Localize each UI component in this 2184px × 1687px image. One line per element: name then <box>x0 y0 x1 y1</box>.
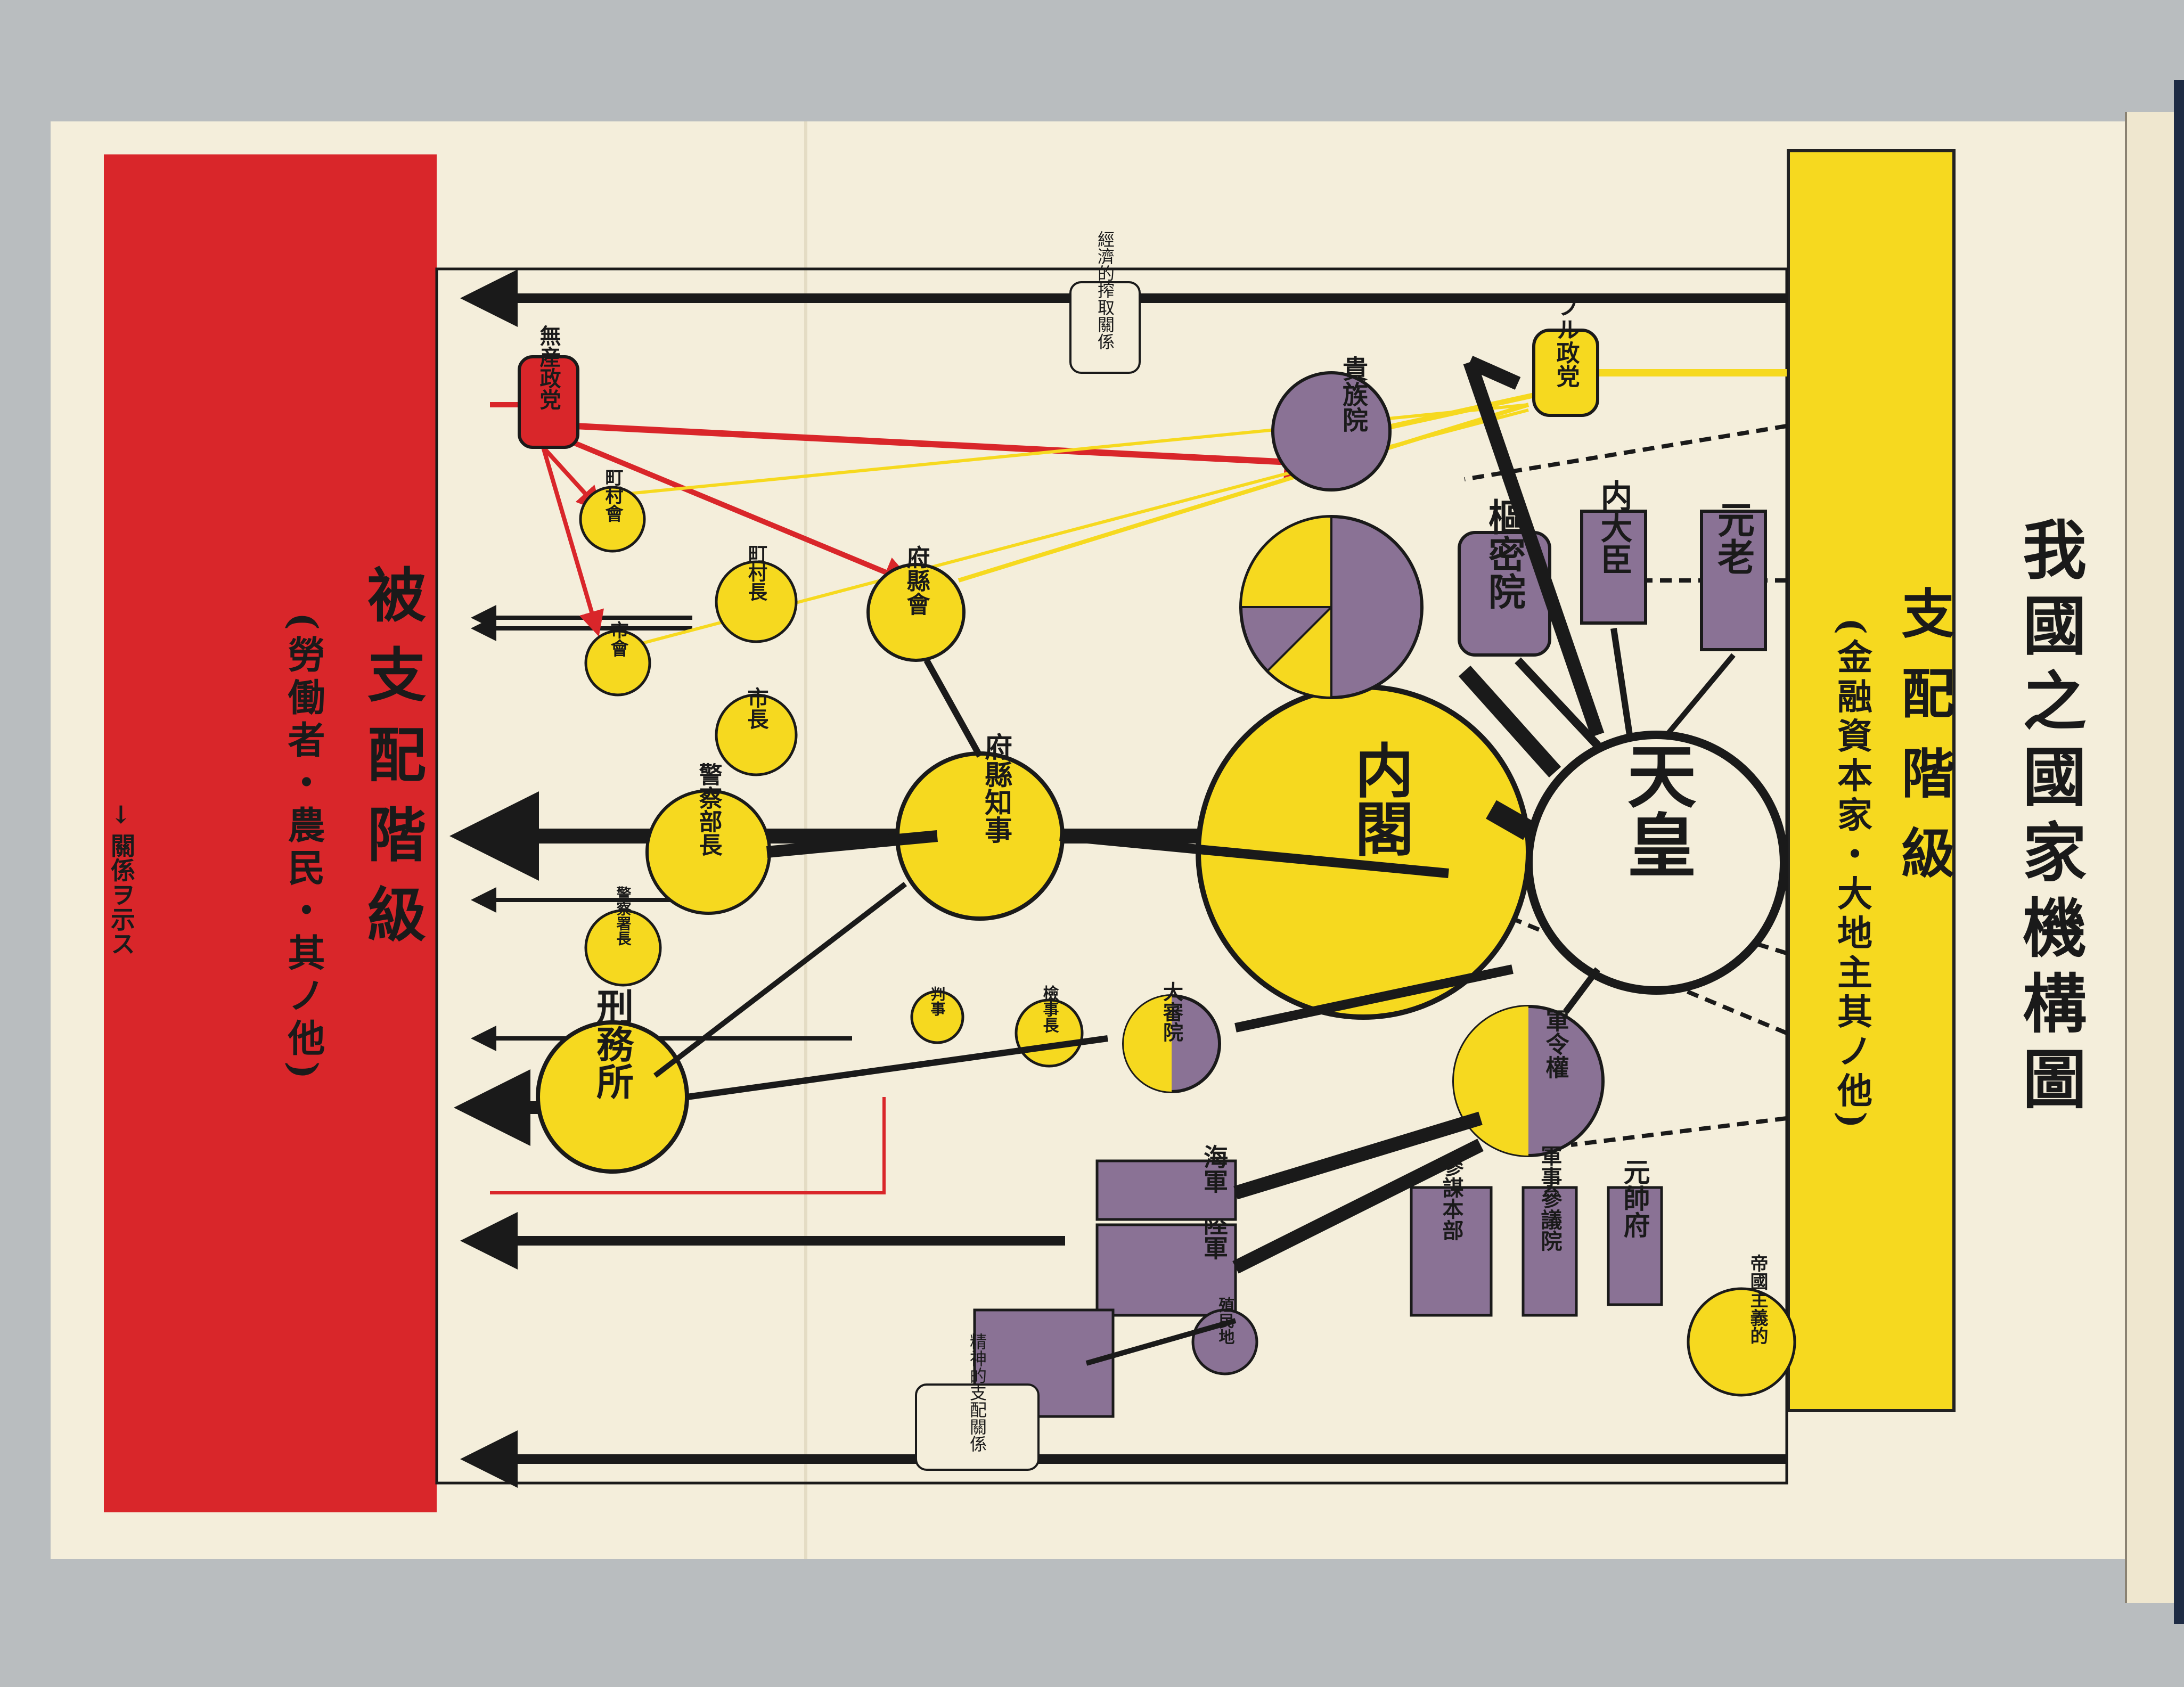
ruled-class-band <box>104 154 437 1512</box>
node-peers <box>1271 371 1392 492</box>
node-general-staff <box>1410 1186 1493 1317</box>
node-army <box>1095 1223 1237 1317</box>
node-prefectural-assembly-label: 府縣會 <box>903 545 930 616</box>
node-town-assembly-label: 町村會 <box>602 468 623 522</box>
node-navy <box>1095 1159 1237 1221</box>
node-prefectural-assembly <box>866 563 966 662</box>
economic-relation-box <box>1069 281 1141 374</box>
node-city-assembly <box>584 629 651 697</box>
spiritual-relation-box <box>915 1383 1040 1471</box>
ruling-class-band <box>1787 149 1956 1412</box>
node-police-captain <box>584 909 662 987</box>
node-village-head <box>715 560 798 643</box>
economic-relation-label: 經濟的搾取關係 <box>1095 231 1115 350</box>
spiritual-relation-label: 精神的支配關係 <box>967 1333 987 1452</box>
node-prison-label: 刑務所 <box>591 988 635 1100</box>
node-imperialist-war <box>1687 1287 1796 1397</box>
node-military-council-label: 軍事參議院 <box>1537 1145 1563 1251</box>
node-village-head-label: 町村長 <box>745 544 767 602</box>
node-military-council <box>1522 1186 1578 1317</box>
node-mayor <box>715 693 798 776</box>
page-title: 我國之國家機構圖 <box>2011 517 2087 1121</box>
node-genshuifu-label: 元帥府 <box>1619 1158 1651 1239</box>
node-mayor-label: 市長 <box>744 687 769 730</box>
node-judges-label: 判事 <box>929 986 946 1017</box>
red-arrows <box>490 402 1323 1194</box>
ruling-class-sub: (金融資本家・大地主其ノ他) <box>1831 618 1873 1133</box>
node-bourgeois-parties <box>1532 329 1599 417</box>
emperor-spokes <box>653 356 1736 1366</box>
node-police-label: 警察部長 <box>695 763 723 856</box>
node-imperialist-label: 帝國主義的 <box>1747 1254 1768 1345</box>
ruled-class-label: 被支配階級 <box>357 564 426 964</box>
node-city-assembly-label: 市會 <box>607 620 628 657</box>
ruling-class-label: 支配階級 <box>1892 586 1955 905</box>
node-military-command-label: 軍令權 <box>1542 1009 1569 1079</box>
node-genro <box>1700 510 1767 651</box>
node-proletarian-parties <box>518 355 579 449</box>
node-proletarian-label: 無産政党 <box>536 325 561 410</box>
book-spine <box>2174 80 2184 1624</box>
node-genro-label: 元老 <box>1712 501 1756 575</box>
node-cabinet-label: 内閣 <box>1345 740 1414 857</box>
node-peers-label: 貴族院 <box>1338 356 1368 432</box>
node-lord-keeper <box>1580 510 1647 625</box>
node-bourgeois-label: ブル政党 <box>1552 294 1580 388</box>
node-police-captain-label: 警察署長 <box>615 886 632 946</box>
node-navy-label: 海軍 <box>1200 1144 1229 1193</box>
node-supreme-court-label: 大審院 <box>1160 981 1184 1042</box>
legend: → 關係ヲ示ス <box>107 804 136 956</box>
node-prosecutor-label: 檢事長 <box>1040 985 1059 1034</box>
node-lord-keeper-label: 内大臣 <box>1595 479 1632 575</box>
node-town-assembly <box>579 486 646 553</box>
node-prefectural-gov-label: 府縣知事 <box>980 733 1012 844</box>
node-emperor-label: 天皇 <box>1616 740 1697 879</box>
node-genshuifu <box>1607 1186 1663 1306</box>
node-judges <box>910 990 964 1044</box>
ruled-class-sub: (勞働者・農民・其ノ他) <box>282 612 326 1085</box>
